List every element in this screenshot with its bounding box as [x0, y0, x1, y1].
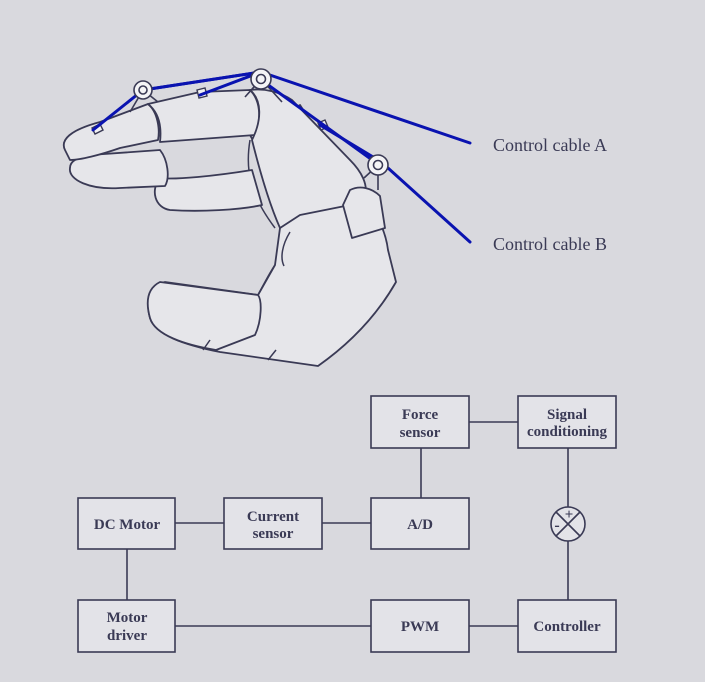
- svg-text:Force: Force: [402, 407, 439, 423]
- svg-text:sensor: sensor: [400, 425, 441, 441]
- pulley-2: [250, 68, 272, 90]
- svg-text:sensor: sensor: [253, 526, 294, 542]
- block-ad: A/D: [370, 497, 470, 550]
- block-signal-conditioning: Signal conditioning: [517, 395, 617, 449]
- svg-text:Signal: Signal: [547, 407, 587, 423]
- summing-junction-cross: [555, 511, 581, 537]
- finger-middle-phalanx: [147, 89, 261, 143]
- svg-text:DC Motor: DC Motor: [94, 517, 161, 533]
- control-cable-b-lower: [262, 80, 377, 164]
- block-dc-motor: DC Motor: [77, 497, 176, 550]
- thumb-crease-3: [257, 264, 276, 296]
- knuckle-segment: [342, 186, 386, 239]
- block-pwm: PWM: [370, 599, 470, 653]
- thumb-crease-4: [281, 231, 291, 267]
- block-force-sensor: Force sensor: [370, 395, 470, 449]
- svg-text:Current: Current: [247, 509, 299, 525]
- pulley-3: [367, 154, 389, 176]
- svg-text:conditioning: conditioning: [527, 424, 608, 440]
- thumb-crease-1: [202, 339, 211, 351]
- svg-text:A/D: A/D: [407, 517, 433, 533]
- summing-junction: + -: [550, 506, 586, 542]
- finger-lower: [153, 169, 263, 212]
- control-cable-b-label: Control cable B: [493, 234, 607, 254]
- svg-text:Motor: Motor: [107, 610, 148, 626]
- finger-distal: [62, 103, 160, 161]
- thumb-crease-2: [267, 349, 277, 361]
- block-motor-driver: Motor driver: [77, 599, 176, 653]
- svg-text:driver: driver: [107, 628, 147, 644]
- pulley-1: [133, 80, 153, 100]
- hand-thumb: [146, 281, 262, 351]
- summing-plus-sign: +: [565, 507, 574, 523]
- block-diagram: Force sensor Signal conditioning DC Moto…: [77, 395, 617, 653]
- svg-text:PWM: PWM: [401, 619, 439, 635]
- summing-minus-sign: -: [554, 517, 559, 534]
- hand-illustration: Control cable A Control cable B: [62, 68, 607, 367]
- block-current-sensor: Current sensor: [223, 497, 323, 550]
- block-controller: Controller: [517, 599, 617, 653]
- svg-text:Controller: Controller: [533, 619, 601, 635]
- control-cable-a-label: Control cable A: [493, 135, 607, 155]
